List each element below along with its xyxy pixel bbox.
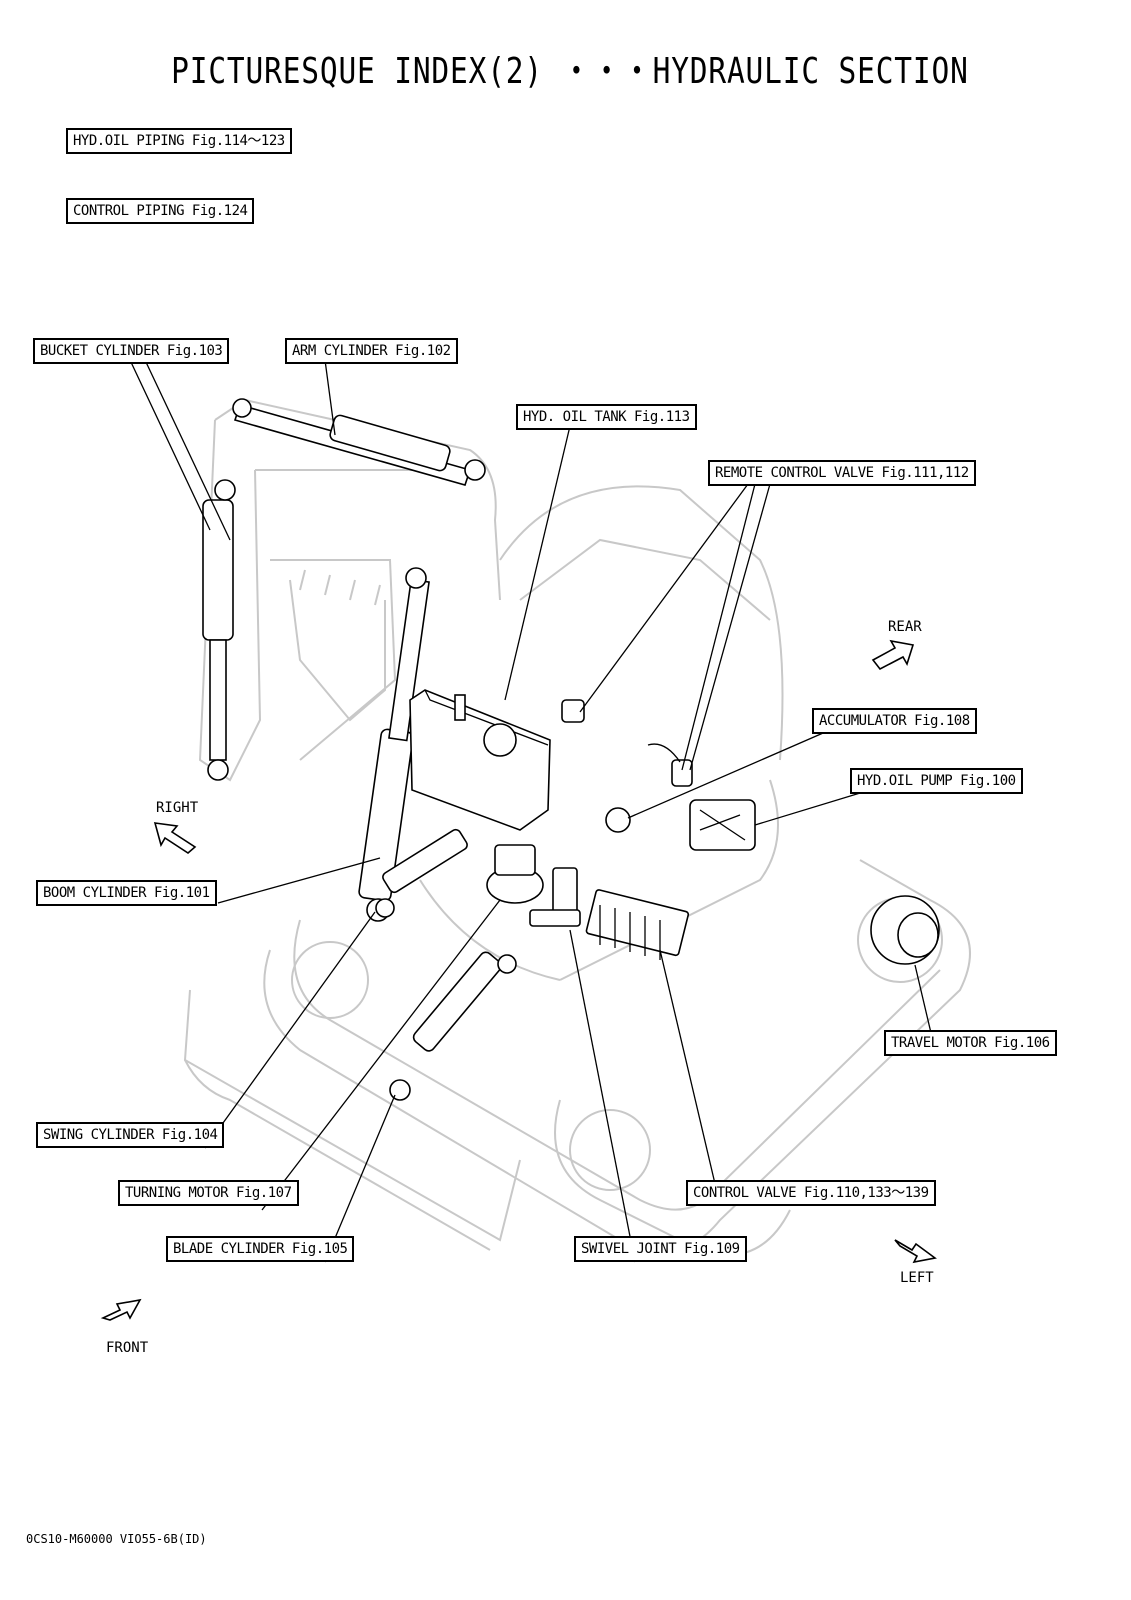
bucket-cylinder-part [202, 479, 236, 781]
rear-arrow-icon [871, 639, 915, 671]
callout-bucket-cylinder[interactable]: BUCKET CYLINDER Fig.103 [33, 338, 230, 364]
arm-cylinder-part [232, 398, 486, 486]
leader-arm-cylinder [324, 359, 336, 436]
callout-hyd-oil-piping[interactable]: HYD.OIL PIPING Fig.114～123 [66, 128, 292, 154]
callout-boom-cylinder[interactable]: BOOM CYLINDER Fig.101 [36, 880, 217, 906]
direction-label-right: RIGHT [156, 800, 199, 816]
callout-hyd-oil-pump[interactable]: HYD.OIL PUMP Fig.100 [850, 768, 1023, 794]
callout-blade-cylinder[interactable]: BLADE CYLINDER Fig.105 [166, 1236, 355, 1262]
leader-remote-control-valve-3 [689, 483, 771, 771]
travel-motor-part [870, 895, 940, 965]
arm-outline [198, 398, 501, 782]
leader-turning-motor [261, 899, 501, 1211]
callout-remote-control-valve[interactable]: REMOTE CONTROL VALVE Fig.111,112 [708, 460, 976, 486]
dozer-blade-outline [183, 989, 521, 1251]
callout-control-piping[interactable]: CONTROL PIPING Fig.124 [66, 198, 255, 224]
hyd-oil-tank-part [409, 689, 551, 831]
swivel-joint-part [529, 867, 581, 927]
leader-swivel-joint [569, 929, 636, 1263]
cab-outline [419, 485, 784, 981]
remote-control-valve-part [561, 699, 693, 787]
right-arrow-icon [153, 822, 197, 854]
callout-arm-cylinder[interactable]: ARM CYLINDER Fig.102 [285, 338, 458, 364]
blade-cylinder-part [389, 951, 517, 1101]
document-code: 0CS10-M60000 VIO55-6B(ID) [26, 1532, 207, 1546]
leader-bucket-cylinder-1 [129, 359, 211, 531]
direction-label-left: LEFT [900, 1270, 934, 1286]
leader-control-valve [659, 949, 721, 1206]
control-valve-part [585, 889, 690, 960]
leader-bucket-cylinder-2 [144, 359, 231, 541]
callout-turning-motor[interactable]: TURNING MOTOR Fig.107 [118, 1180, 299, 1206]
callout-accumulator[interactable]: ACCUMULATOR Fig.108 [812, 708, 977, 734]
leader-boom-cylinder [217, 857, 381, 904]
leader-hyd-oil-pump [754, 789, 871, 826]
front-arrow-icon [100, 1298, 142, 1321]
leader-hyd-oil-tank [504, 425, 571, 701]
turning-motor-part [486, 844, 544, 904]
leader-swing-cylinder [204, 911, 376, 1149]
direction-label-rear: REAR [888, 619, 922, 635]
hyd-oil-pump-part [689, 799, 756, 851]
swing-cylinder-part [375, 828, 468, 918]
leader-accumulator [627, 729, 831, 819]
page-title: PICTURESQUE INDEX(2) ・・・HYDRAULIC SECTIO… [171, 51, 969, 92]
direction-label-front: FRONT [106, 1340, 149, 1356]
callout-swivel-joint[interactable]: SWIVEL JOINT Fig.109 [574, 1236, 747, 1262]
callout-hyd-oil-tank[interactable]: HYD. OIL TANK Fig.113 [516, 404, 697, 430]
leader-remote-control-valve-1 [579, 483, 749, 713]
bucket-outline [289, 569, 386, 722]
leader-remote-control-valve-2 [681, 483, 756, 771]
left-arrow-icon [894, 1239, 937, 1264]
leader-blade-cylinder [324, 1094, 396, 1263]
accumulator-part [605, 807, 631, 833]
callout-travel-motor[interactable]: TRAVEL MOTOR Fig.106 [884, 1030, 1057, 1056]
callout-swing-cylinder[interactable]: SWING CYLINDER Fig.104 [36, 1122, 225, 1148]
callout-control-valve[interactable]: CONTROL VALVE Fig.110,133～139 [686, 1180, 936, 1206]
